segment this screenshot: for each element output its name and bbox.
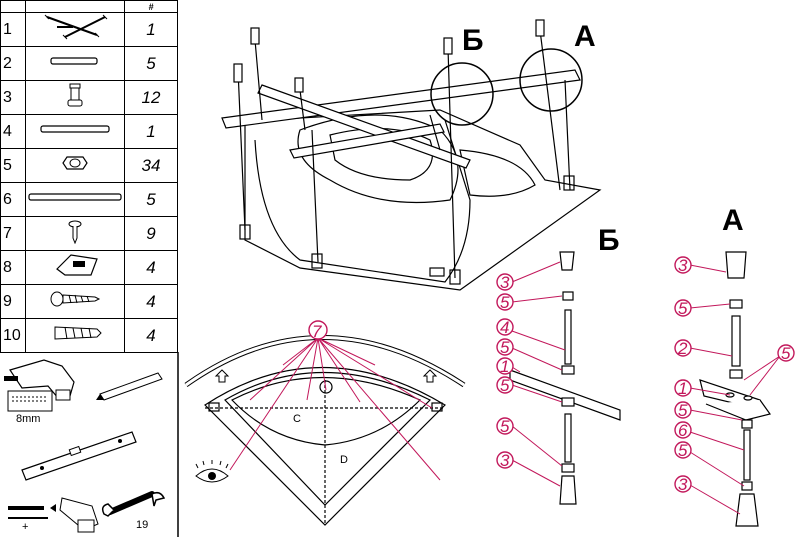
callout-label: 3 <box>500 451 510 470</box>
screw-icon <box>25 216 125 251</box>
wrench-size-label: 19 <box>136 519 148 531</box>
callout-label: 3 <box>500 273 510 292</box>
drill-bit-icon: 8mm <box>7 390 53 425</box>
callout-badge <box>496 293 514 311</box>
screwdriver-bits-icon: + <box>8 504 56 533</box>
callout-label: 4 <box>500 318 509 337</box>
letter-b-callout: Б <box>462 24 484 57</box>
callout-badge <box>496 318 514 336</box>
bathtub-plan-view <box>184 335 466 526</box>
detail-b-title: Б <box>598 224 620 257</box>
callout-label: 5 <box>500 338 510 357</box>
table-row: 2 5 <box>0 46 178 81</box>
table-row: 1 1 <box>0 12 178 47</box>
callout-badge <box>496 376 514 394</box>
callout-label: 5 <box>500 376 510 395</box>
plan-label-c: C <box>293 413 301 425</box>
part-number: 2 <box>0 46 26 81</box>
pencil-icon <box>96 372 163 401</box>
part-quantity: 4 <box>124 318 178 353</box>
callout-label: 6 <box>678 421 688 440</box>
part-quantity: 1 <box>124 114 178 149</box>
cordless-drill-icon <box>59 497 99 533</box>
table-header-row: # <box>0 0 178 13</box>
table-row: 4 1 <box>0 114 178 149</box>
table-row: 9 4 <box>0 284 178 319</box>
table-row: 6 5 <box>0 182 178 217</box>
callout-label: 5 <box>678 299 688 318</box>
detail-b-assembly <box>509 251 621 505</box>
plan-label-d: D <box>340 454 348 466</box>
callout-badge <box>674 339 692 357</box>
callout-label: 1 <box>500 357 509 376</box>
part-number: 7 <box>0 216 26 251</box>
dowel-icon <box>25 318 125 353</box>
plan-label-7: 7 <box>312 322 322 341</box>
table-row: 8 4 <box>0 250 178 285</box>
callout-badge <box>674 379 692 397</box>
part-quantity: 5 <box>124 46 178 81</box>
callout-badge <box>496 338 514 356</box>
callout-label: 5 <box>678 441 688 460</box>
plan-leader-lines <box>229 337 441 481</box>
medium-rod-icon <box>25 114 125 149</box>
letter-a-callout: А <box>574 20 596 53</box>
callout-badge <box>674 475 692 493</box>
callout-badge <box>496 451 514 469</box>
callout-badge <box>496 417 514 435</box>
part-number: 4 <box>0 114 26 149</box>
callout-badge <box>777 344 795 362</box>
part-quantity: 5 <box>124 182 178 217</box>
callout-label: 5 <box>500 293 510 312</box>
bathtub-isometric-view <box>221 19 602 291</box>
svg-text:+: + <box>22 521 28 533</box>
callout-label: 5 <box>500 417 510 436</box>
short-rod-icon <box>25 46 125 81</box>
detail-a-assembly <box>699 251 772 527</box>
callout-badge <box>496 273 514 291</box>
callout-badge <box>674 401 692 419</box>
table-row: 10 4 <box>0 318 178 353</box>
eye-icon <box>195 460 229 483</box>
callout-badge <box>674 441 692 459</box>
callout-label: 3 <box>678 475 688 494</box>
mounting-bracket-icon <box>25 250 125 285</box>
callout-label: 2 <box>677 339 688 358</box>
wrench-icon: 19 <box>101 491 166 531</box>
part-number: 9 <box>0 284 26 319</box>
callout-badge <box>674 299 692 317</box>
callout-badge <box>674 421 692 439</box>
drill-icon <box>4 359 75 401</box>
callout-label: 5 <box>781 344 791 363</box>
part-quantity: 1 <box>124 12 178 47</box>
plan-label-7-badge <box>308 320 328 340</box>
spirit-level-icon <box>21 431 137 481</box>
parts-table: # 1 1 2 5 3 12 4 1 5 34 6 5 7 9 8 4 9 <box>0 0 178 353</box>
callout-label: 1 <box>678 379 687 398</box>
part-quantity: 4 <box>124 284 178 319</box>
callout-label: 5 <box>678 401 688 420</box>
callout-label: 3 <box>678 256 688 275</box>
detail-a-title: А <box>722 204 744 237</box>
table-row: 7 9 <box>0 216 178 251</box>
drill-bit-size-label: 8mm <box>16 413 40 425</box>
callout-badge <box>496 357 514 375</box>
callout-badge <box>674 256 692 274</box>
